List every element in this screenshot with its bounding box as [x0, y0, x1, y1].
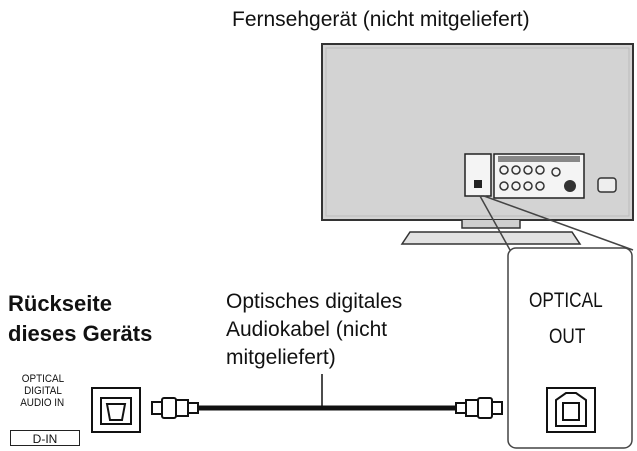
tv-inner-edge — [325, 47, 630, 217]
tv-optical-port-small — [474, 180, 482, 188]
device-input-label-line2: DIGITAL — [24, 385, 62, 397]
cable-label-line1: Optisches digitales — [226, 290, 403, 313]
tv-terminal-panel-left — [464, 153, 492, 197]
device-input-label-line3: AUDIO IN — [20, 397, 65, 409]
tv-antenna-jack — [564, 180, 576, 192]
optical-out-label-line1: OPTICAL — [529, 289, 603, 312]
cable-plug-left — [151, 397, 199, 419]
rear-label-line2: dieses Geräts — [8, 321, 153, 346]
cable-label-line3: mitgeliefert) — [226, 346, 336, 369]
tv-jacks — [499, 165, 561, 191]
callout-line-right — [483, 195, 634, 251]
tv-caption: Fernsehgerät (nicht mitgeliefert) — [232, 8, 530, 31]
callout-line-left — [479, 195, 511, 251]
optical-out-zoom-box — [507, 247, 633, 449]
optical-out-label-line2: OUT — [549, 325, 586, 348]
device-input-tag: D-IN — [10, 430, 80, 446]
rear-label-line1: Rückseite — [8, 291, 112, 316]
device-optical-in-port — [91, 387, 141, 433]
tv-panel-header — [498, 156, 580, 162]
tv-stand-base — [400, 231, 582, 245]
cable-plug-right — [455, 397, 503, 419]
cable-label-line2: Audiokabel (nicht — [226, 318, 388, 341]
tv-optical-out-port — [546, 387, 596, 433]
tv-stand-neck — [461, 220, 521, 229]
tv-ac-inlet — [597, 177, 617, 193]
device-input-label-line1: OPTICAL — [21, 373, 65, 385]
